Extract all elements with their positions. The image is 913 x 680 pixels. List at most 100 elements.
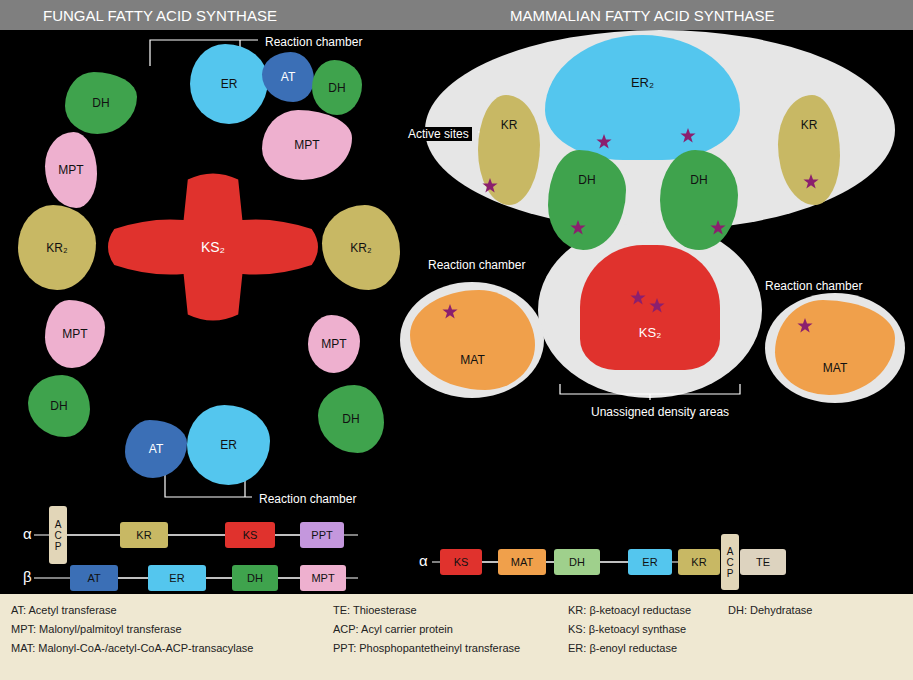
legend-entry: AT: Acetyl transferase bbox=[8, 600, 120, 618]
panel-heading: FUNGAL FATTY ACID SYNTHASE bbox=[40, 7, 280, 25]
label-text: β bbox=[20, 568, 35, 585]
node-label: DH bbox=[50, 399, 67, 413]
label-text: ER: β-enoyl reductase bbox=[565, 642, 680, 654]
node-label: MPT bbox=[294, 138, 319, 152]
star-symbol bbox=[442, 304, 457, 319]
label-text: MAT: Malonyl-CoA-/acetyl-CoA-ACP-transac… bbox=[8, 642, 256, 654]
density-area bbox=[765, 293, 905, 403]
chain-connector bbox=[275, 534, 300, 536]
node-label: KS bbox=[454, 556, 469, 568]
star-symbol bbox=[482, 178, 497, 193]
node-label: DH bbox=[569, 556, 585, 568]
chain-connector bbox=[118, 577, 148, 579]
star-symbol bbox=[710, 220, 725, 235]
domain-blob: DH bbox=[312, 60, 362, 115]
legend-entry: DH: Dehydratase bbox=[725, 600, 815, 618]
domain-blob: ER bbox=[190, 44, 268, 124]
star-symbol bbox=[680, 128, 695, 143]
node-label: MPT bbox=[311, 572, 334, 584]
domain-box: DH bbox=[554, 549, 600, 575]
label-text: Reaction chamber bbox=[256, 492, 359, 506]
legend-entry: ER: β-enoyl reductase bbox=[565, 638, 680, 656]
domain-blob: MPT bbox=[45, 132, 97, 208]
node-label: KR bbox=[801, 118, 818, 132]
node-label: DH bbox=[342, 412, 359, 426]
label-text: DH: Dehydratase bbox=[725, 604, 815, 616]
node-label: AT bbox=[281, 70, 295, 84]
domain-blob: KS₂ bbox=[108, 172, 318, 322]
chain-connector bbox=[546, 561, 554, 563]
node-label: ER bbox=[169, 572, 184, 584]
legend-entry: KR: β-ketoacyl reductase bbox=[565, 600, 694, 618]
annotation: Reaction chamber bbox=[262, 32, 365, 50]
annotation: Active sites bbox=[405, 124, 472, 142]
node-label: KR bbox=[136, 529, 151, 541]
domain-blob: MPT bbox=[262, 110, 352, 180]
label-text: MPT: Malonyl/palmitoyl transferase bbox=[8, 623, 185, 635]
star-symbol bbox=[803, 174, 818, 189]
node-label: KR₂ bbox=[350, 241, 371, 255]
legend-entry: ACP: Acyl carrier protein bbox=[330, 619, 456, 637]
node-label: ACP bbox=[53, 519, 63, 552]
node-label: MPT bbox=[321, 337, 346, 351]
domain-box: MAT bbox=[498, 549, 546, 575]
star-symbol bbox=[630, 290, 645, 305]
header-band bbox=[0, 0, 913, 30]
domain-blob: KR₂ bbox=[322, 205, 400, 290]
node-label: MPT bbox=[62, 327, 87, 341]
node-label: DH bbox=[247, 572, 263, 584]
cross-shape bbox=[108, 174, 318, 321]
domain-blob: DH bbox=[318, 385, 384, 453]
density-area bbox=[400, 282, 544, 398]
node-label: TE bbox=[756, 556, 770, 568]
node-label: KR bbox=[691, 556, 706, 568]
domain-box: KS bbox=[440, 549, 482, 575]
bracket bbox=[560, 384, 740, 400]
label-text: KR: β-ketoacyl reductase bbox=[565, 604, 694, 616]
chain-connector bbox=[482, 561, 498, 563]
domain-blob: DH bbox=[660, 150, 738, 250]
node-label: MPT bbox=[58, 163, 83, 177]
node-label: PPT bbox=[311, 529, 332, 541]
label-text: AT: Acetyl transferase bbox=[8, 604, 120, 616]
chain-connector bbox=[278, 577, 300, 579]
domain-blob: DH bbox=[65, 72, 137, 134]
node-label: DH bbox=[578, 173, 595, 187]
label-text: TE: Thioesterase bbox=[330, 604, 420, 616]
node-label: KR bbox=[501, 118, 518, 132]
node-label: AT bbox=[149, 442, 163, 456]
domain-blob: MPT bbox=[45, 300, 105, 368]
node-label: AT bbox=[87, 572, 100, 584]
domain-box: TE bbox=[740, 549, 786, 575]
domain-box: ACP bbox=[49, 506, 67, 564]
node-label: MAT bbox=[511, 556, 533, 568]
domain-box: KS bbox=[225, 522, 275, 548]
domain-blob: AT bbox=[262, 52, 314, 102]
domain-blob: AT bbox=[125, 420, 187, 478]
annotation: Reaction chamber bbox=[425, 255, 528, 273]
density-area bbox=[538, 222, 762, 398]
domain-box: ER bbox=[148, 565, 206, 591]
domain-blob: DH bbox=[28, 375, 90, 437]
label-text: α bbox=[416, 552, 431, 569]
label-text: PPT: Phosphopantetheinyl transferase bbox=[330, 642, 523, 654]
node-label: DH bbox=[328, 81, 345, 95]
legend-entry: KS: β-ketoacyl synthase bbox=[565, 619, 689, 637]
star-symbol bbox=[649, 298, 664, 313]
node-label: MAT bbox=[460, 353, 484, 367]
node-label: ER bbox=[642, 556, 657, 568]
node-label: KS₂ bbox=[639, 325, 661, 340]
label-text: Active sites bbox=[405, 127, 472, 141]
node-label: KR₂ bbox=[46, 241, 67, 255]
legend-entry: MAT: Malonyl-CoA-/acetyl-CoA-ACP-transac… bbox=[8, 638, 256, 656]
node-label: KS bbox=[243, 529, 258, 541]
domain-box: DH bbox=[232, 565, 278, 591]
label-text: ACP: Acyl carrier protein bbox=[330, 623, 456, 635]
label-text: Reaction chamber bbox=[425, 258, 528, 272]
node-label: ER bbox=[220, 438, 237, 452]
annotation: Reaction chamber bbox=[256, 489, 359, 507]
annotation: Unassigned density areas bbox=[588, 402, 732, 420]
chain-connector bbox=[67, 534, 120, 536]
